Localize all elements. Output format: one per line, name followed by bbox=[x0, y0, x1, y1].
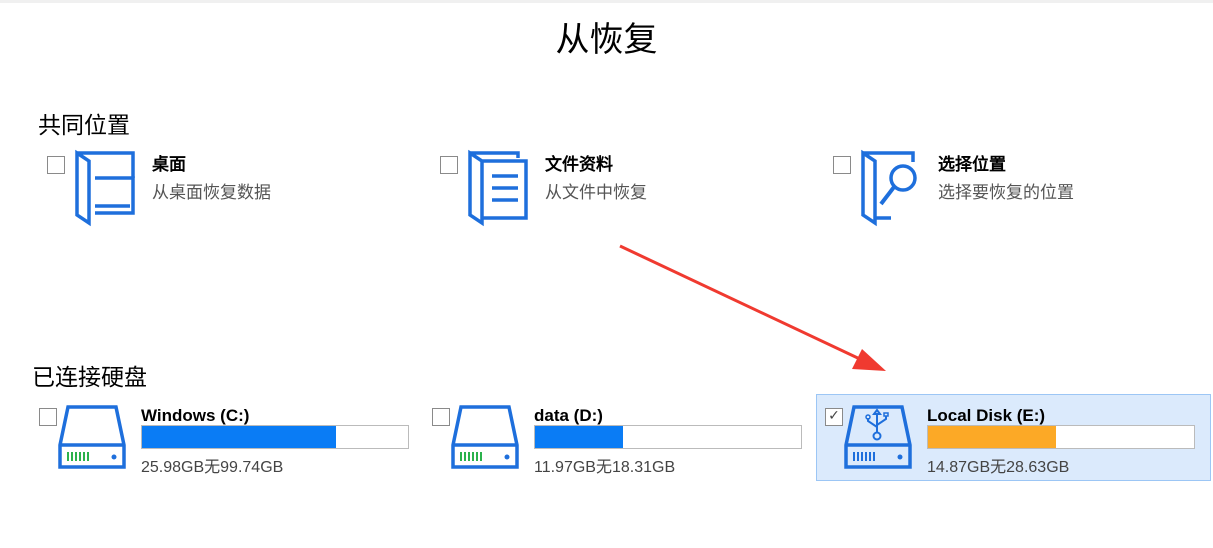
drive-e[interactable]: ✓ Local Disk (E:) 14.87GB无28.63GB bbox=[816, 394, 1211, 481]
drive-c[interactable]: Windows (C:) 25.98GB无99.74GB bbox=[31, 395, 426, 481]
folder-search-icon bbox=[861, 149, 917, 227]
checkbox[interactable] bbox=[47, 156, 65, 174]
hard-drive-icon bbox=[451, 405, 519, 469]
location-documents[interactable]: 文件资料 从文件中恢复 bbox=[440, 148, 820, 233]
checkbox[interactable] bbox=[440, 156, 458, 174]
drive-size: 11.97GB无18.31GB bbox=[534, 459, 676, 476]
location-name: 桌面 bbox=[152, 155, 186, 175]
page-title: 从恢复 bbox=[555, 20, 658, 60]
location-desc: 从桌面恢复数据 bbox=[152, 183, 271, 203]
checkbox[interactable] bbox=[39, 408, 57, 426]
drive-name: Local Disk (E:) bbox=[927, 406, 1046, 425]
desktop-folder-icon bbox=[75, 149, 135, 227]
documents-icon bbox=[468, 149, 528, 227]
usage-fill bbox=[142, 426, 337, 448]
common-locations-heading: 共同位置 bbox=[38, 113, 130, 139]
top-border bbox=[0, 0, 1213, 3]
hard-drive-icon bbox=[58, 405, 126, 469]
location-choose[interactable]: 选择位置 选择要恢复的位置 bbox=[833, 148, 1213, 233]
drive-size: 25.98GB无99.74GB bbox=[141, 459, 284, 476]
location-desc: 选择要恢复的位置 bbox=[938, 183, 1074, 203]
location-name: 文件资料 bbox=[545, 155, 613, 175]
drives-heading: 已连接硬盘 bbox=[32, 365, 147, 391]
checkbox-checked[interactable]: ✓ bbox=[825, 408, 843, 426]
checkbox[interactable] bbox=[833, 156, 851, 174]
drive-size: 14.87GB无28.63GB bbox=[927, 459, 1070, 476]
usage-bar bbox=[534, 425, 802, 449]
usage-fill bbox=[928, 426, 1056, 448]
location-name: 选择位置 bbox=[938, 155, 1006, 175]
location-desc: 从文件中恢复 bbox=[545, 183, 647, 203]
usage-bar bbox=[141, 425, 409, 449]
drive-name: Windows (C:) bbox=[141, 406, 250, 425]
usb-drive-icon bbox=[844, 405, 912, 469]
usage-fill bbox=[535, 426, 623, 448]
drive-d[interactable]: data (D:) 11.97GB无18.31GB bbox=[424, 395, 819, 481]
drive-name: data (D:) bbox=[534, 406, 603, 425]
location-desktop[interactable]: 桌面 从桌面恢复数据 bbox=[47, 148, 427, 233]
usage-bar bbox=[927, 425, 1195, 449]
checkbox[interactable] bbox=[432, 408, 450, 426]
